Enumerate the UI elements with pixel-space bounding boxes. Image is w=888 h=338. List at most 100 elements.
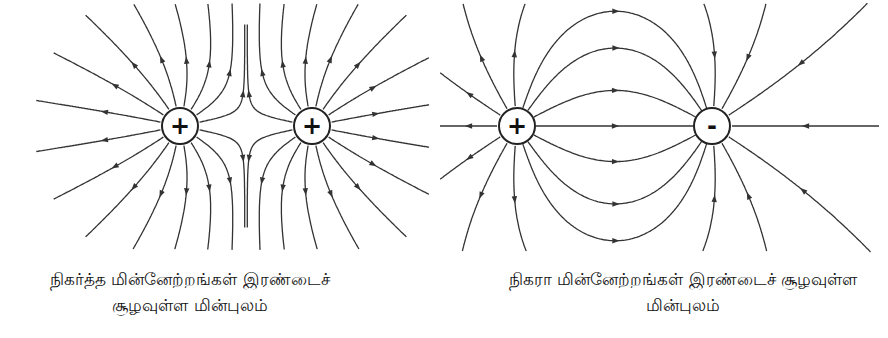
- arrow-head: [303, 57, 308, 64]
- arrow-head: [372, 112, 380, 117]
- arrow-head: [465, 123, 472, 128]
- arrow-head: [612, 238, 619, 243]
- arrow-head: [206, 60, 211, 68]
- field-line: [523, 11, 707, 108]
- field-line: [86, 15, 169, 109]
- arrow-head: [327, 190, 332, 198]
- field-line: [329, 137, 429, 194]
- arrow-head: [612, 9, 619, 14]
- field-line: [323, 143, 406, 237]
- field-line: [332, 130, 430, 147]
- field-line: [440, 73, 500, 115]
- field-line: [440, 137, 500, 179]
- charge-sign: +: [507, 114, 527, 138]
- arrow-head: [802, 123, 809, 128]
- arrow-head: [184, 57, 189, 64]
- arrow-head: [112, 84, 120, 90]
- caption-text: நிகர்த்த மின்னேற்றங்கள் இரண்டைச் சூழவுள்…: [25, 266, 355, 319]
- arrow-head: [369, 86, 377, 92]
- arrow-head: [206, 184, 211, 192]
- arrow-head: [260, 69, 265, 77]
- arrow-head: [612, 88, 619, 93]
- arrow-head: [512, 50, 517, 57]
- field-line: [462, 143, 507, 251]
- arrow-head: [612, 201, 619, 206]
- arrow-head: [101, 110, 109, 115]
- arrow-head: [247, 90, 252, 98]
- field-line: [463, 4, 507, 109]
- charge-sign: +: [302, 114, 322, 138]
- field-line: [534, 90, 696, 117]
- field-line: [534, 135, 696, 162]
- field-line: [523, 144, 707, 241]
- arrow-head: [466, 92, 473, 98]
- field-line: [259, 4, 295, 115]
- field-line-connector: [536, 123, 694, 128]
- arrow-head: [712, 51, 717, 58]
- field-line: [323, 15, 406, 109]
- arrow-head: [260, 177, 265, 185]
- field-line: [200, 25, 245, 123]
- field-line: [133, 146, 176, 249]
- arrow-head: [281, 60, 286, 68]
- field-line: [316, 146, 359, 249]
- field-line: [729, 3, 868, 115]
- field-line: [729, 137, 871, 252]
- arrow-head: [711, 195, 716, 202]
- field-line: [722, 143, 767, 251]
- field-line: [54, 53, 164, 115]
- field-line: [247, 130, 292, 228]
- arrow-head: [281, 184, 286, 192]
- charge-circle: +: [161, 107, 199, 145]
- arrow-head: [479, 191, 484, 199]
- arrow-head: [303, 188, 308, 195]
- field-line: [134, 4, 176, 106]
- arrow-head: [247, 155, 252, 163]
- arrow-head: [131, 62, 138, 69]
- field-line-connector: [528, 141, 702, 207]
- arrow-head: [240, 90, 245, 98]
- caption-text: நிகரா மின்னேற்றங்கள் இரண்டைச் சூழவுள்ள ம…: [503, 266, 863, 319]
- field-line: [197, 137, 233, 250]
- field-line-connector: [523, 144, 707, 244]
- field-line-connector: [528, 45, 702, 111]
- arrow-head: [369, 160, 377, 166]
- charge-circle: -: [693, 107, 731, 145]
- field-line: [722, 4, 766, 109]
- arrow-head: [227, 177, 232, 185]
- charge-circle: +: [293, 107, 331, 145]
- field-line: [175, 146, 187, 250]
- arrow-head: [160, 56, 165, 64]
- arrow-head: [798, 59, 805, 66]
- field-line: [281, 143, 301, 250]
- field-line: [528, 141, 702, 204]
- arrow-head: [612, 45, 619, 50]
- arrow-head: [226, 69, 231, 77]
- arrow-head: [101, 137, 109, 142]
- field-line-connector: [523, 9, 707, 109]
- field-line: [329, 58, 429, 115]
- field-line: [281, 4, 301, 109]
- arrow-head: [159, 190, 164, 198]
- arrow-head: [480, 55, 485, 63]
- arrow-head: [240, 155, 245, 163]
- charge-circle: +: [498, 107, 536, 145]
- field-line-connector: [534, 88, 696, 117]
- field-line: [305, 4, 317, 106]
- arrow-head: [612, 159, 619, 164]
- arrow-head: [747, 192, 752, 200]
- arrow-head: [466, 154, 473, 160]
- field-line: [36, 101, 160, 123]
- field-line: [305, 146, 317, 250]
- arrow-head: [372, 135, 380, 140]
- arrow-head: [746, 53, 751, 61]
- arrow-head: [512, 196, 517, 203]
- arrow-head: [800, 188, 807, 195]
- arrow-head: [354, 183, 361, 190]
- field-line: [86, 143, 169, 237]
- field-line: [332, 105, 430, 122]
- field-line: [528, 48, 702, 111]
- arrow-head: [327, 56, 332, 64]
- arrow-head: [354, 62, 361, 69]
